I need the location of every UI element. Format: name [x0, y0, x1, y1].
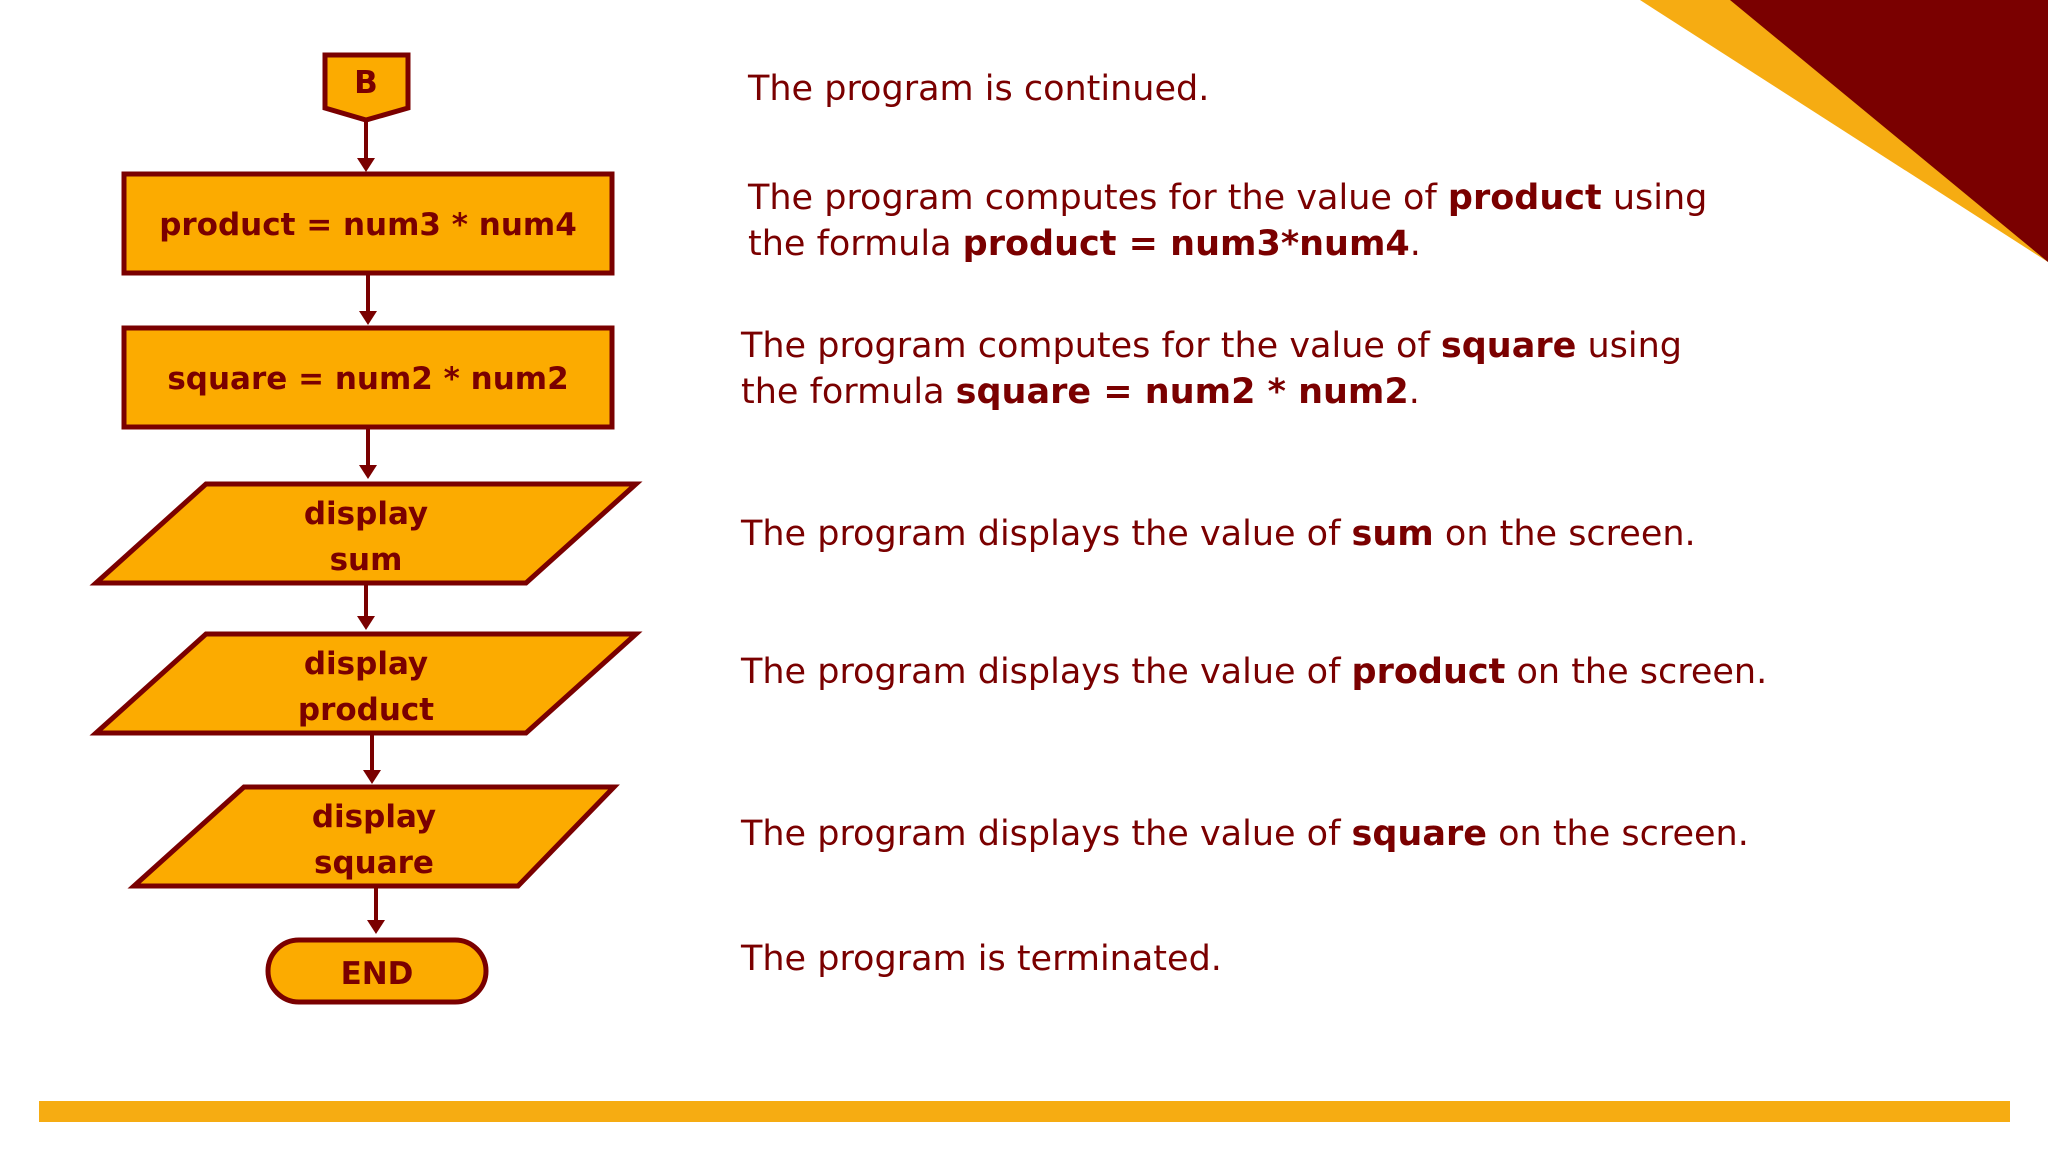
desc-compute-square-line2: the formula square = num2 * num2.: [741, 372, 1420, 412]
arrow-head: [359, 311, 377, 325]
formula-product: product = num3*num4: [962, 224, 1410, 264]
connector-b-label: B: [354, 65, 378, 101]
var-product-display: product: [1351, 652, 1506, 692]
corner-accent-maroon: [1730, 0, 2048, 262]
process-product-label: product = num3 * num4: [159, 207, 577, 243]
var-square: square: [1440, 326, 1577, 366]
arrow-head: [359, 465, 377, 479]
io-display-product-line2: product: [298, 692, 434, 728]
terminator-end-shape: [265, 937, 489, 1005]
connector-b-shape: [322, 52, 411, 123]
io-display-sum-line1: display: [304, 496, 428, 532]
arrow-head: [357, 616, 375, 630]
io-display-square-line2: square: [314, 845, 434, 881]
io-display-square-shape: [127, 784, 620, 889]
desc-compute-square-line1: The program computes for the value of sq…: [741, 326, 1683, 366]
io-display-sum-shape: [89, 481, 643, 586]
io-display-product-line1: display: [304, 646, 428, 682]
arrow-head: [357, 158, 375, 172]
arrow-head: [363, 770, 381, 784]
io-display-product-shape: [89, 631, 643, 736]
formula-square: square = num2 * num2: [955, 372, 1409, 412]
var-sum: sum: [1351, 514, 1434, 554]
desc-display-product: The program displays the value of produc…: [741, 652, 1768, 692]
desc-display-square: The program displays the value of square…: [741, 814, 1749, 854]
desc-display-sum: The program displays the value of sum on…: [741, 514, 1696, 554]
desc-compute-square: The program computes for the value of sq…: [741, 323, 1682, 415]
desc-continued: The program is continued.: [748, 69, 1210, 109]
var-square-display: square: [1351, 814, 1487, 854]
process-square-box: [121, 325, 615, 430]
bottom-accent-bar: [39, 1101, 2010, 1122]
terminator-end-label: END: [341, 956, 414, 992]
desc-compute-product: The program computes for the value of pr…: [748, 175, 1707, 267]
io-display-sum-line2: sum: [330, 542, 403, 578]
desc-compute-product-line1: The program computes for the value of pr…: [748, 178, 1708, 218]
io-display-square-line1: display: [312, 799, 436, 835]
desc-terminated: The program is terminated.: [741, 939, 1222, 979]
var-product: product: [1447, 178, 1602, 218]
arrow-head: [367, 920, 385, 934]
process-square-label: square = num2 * num2: [167, 361, 568, 397]
desc-compute-product-line2: the formula product = num3*num4.: [748, 224, 1421, 264]
process-product-box: [121, 171, 615, 276]
